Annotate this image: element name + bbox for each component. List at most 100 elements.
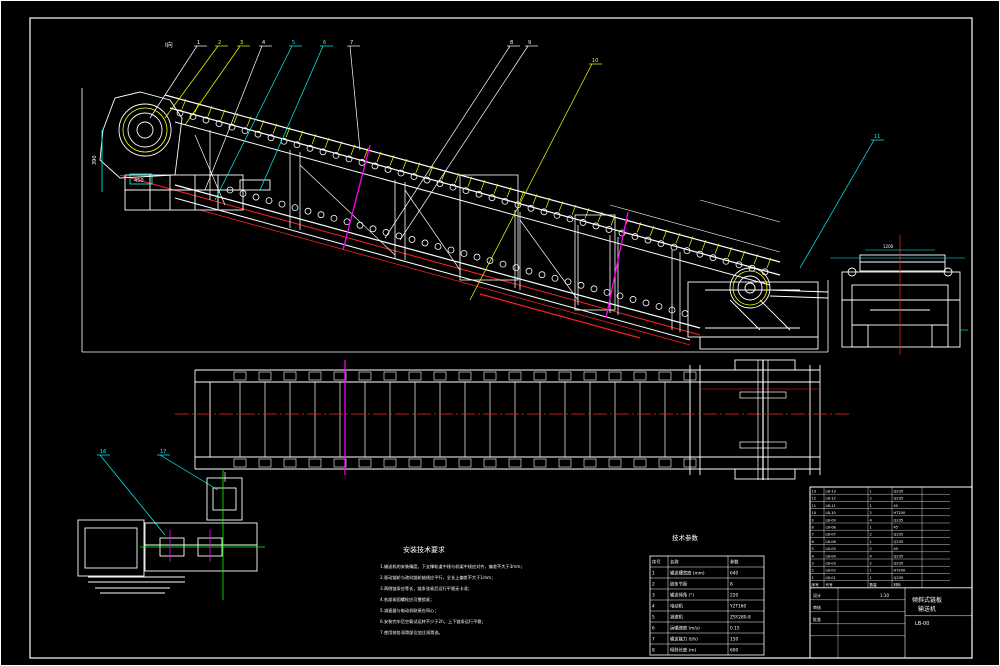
plan-link-bottom [658, 458, 672, 468]
leader-label: 5 [292, 40, 295, 46]
params-cell: 3 [652, 593, 655, 599]
params-cell: 640 [730, 571, 738, 577]
bom-cell: Q235 [894, 533, 904, 537]
bom-cell: 12 [812, 497, 817, 501]
plan-link-top [433, 371, 447, 381]
bom-cell: 1 [870, 526, 872, 530]
requirements-title: 安装技术要求 [403, 545, 445, 554]
leader-line [799, 139, 875, 269]
chain-flight [454, 172, 460, 184]
leader-line [399, 45, 529, 241]
chain-roller-bottom [655, 303, 663, 310]
chain-roller-top [553, 211, 561, 219]
bom-cell: LB-08 [826, 526, 837, 530]
params-cell: 链条节距 [670, 581, 688, 588]
chain-roller-top [241, 127, 249, 135]
chain-flight [597, 211, 603, 223]
bom-cell: Q235 [894, 576, 904, 580]
bom-cell: 1 [870, 569, 872, 573]
plan-link-bottom [333, 458, 347, 468]
chain-roller-top [540, 208, 548, 216]
chain-flight [571, 204, 577, 216]
bom-cell: 2 [870, 511, 872, 515]
params-cell: 2 [652, 582, 655, 588]
leader-label: 16 [100, 449, 106, 455]
chain-roller-bottom [473, 253, 481, 261]
leader-label: 8 [510, 40, 513, 46]
chain-roller-top [657, 240, 665, 247]
chain-flight [181, 98, 187, 110]
chain-roller-top [215, 120, 223, 127]
chain-roller-top [384, 166, 392, 173]
chain-roller-top [735, 261, 743, 269]
plan-link-bottom [433, 458, 447, 468]
chain-roller-top [683, 247, 691, 255]
chain-flight [740, 250, 746, 261]
bom-cell: LB-03 [826, 562, 836, 566]
bom-cell: LB-02 [826, 569, 836, 573]
chain-roller-top [462, 187, 470, 195]
chain-flight [389, 155, 395, 166]
bom-cell: 45 [894, 547, 899, 551]
chain-flight [701, 240, 707, 251]
chain-flight [766, 257, 772, 268]
chain-roller-top [345, 155, 353, 163]
plan-link-top [408, 371, 422, 381]
plan-link-top [508, 371, 522, 381]
plan-link-bottom [533, 458, 547, 468]
chain-flight [233, 112, 239, 124]
bom-cell: 45 [894, 504, 899, 508]
bom-cell: 1 [870, 490, 872, 494]
chain-roller-bottom [252, 193, 260, 201]
params-header-cell: 参数 [730, 559, 739, 566]
chain-flight [636, 222, 642, 233]
params-cell: 5 [652, 615, 655, 621]
bom-header-cell: 代号 [826, 582, 834, 587]
chain-flight [649, 225, 655, 237]
requirement-item: 3.两侧链条应等长，链条张紧后运行平稳无卡滞； [380, 585, 472, 592]
bom-cell: LB-05 [826, 547, 836, 551]
chain-roller-bottom [629, 296, 637, 303]
chain-roller-bottom [369, 225, 377, 233]
chain-roller-top [228, 123, 236, 131]
drawing-name-line1: 倾斜式链板 [912, 596, 942, 604]
plan-link-top [583, 371, 597, 381]
dim-side: 1200 [883, 244, 894, 249]
plan-link-top [558, 371, 572, 381]
plan-link-top [308, 371, 322, 381]
leader-line [159, 454, 219, 491]
bom-cell: 9 [812, 518, 815, 522]
sign-label: 设计 [813, 592, 821, 598]
leader-label: 10 [592, 58, 598, 64]
chain-flight [519, 190, 525, 201]
chain-roller-top [709, 254, 717, 262]
drawing-number: LB-00 [915, 621, 929, 627]
params-cell: 7 [652, 637, 655, 643]
plan-view [175, 359, 850, 482]
sign-label: 批准 [813, 616, 821, 622]
params-cell: 0.15 [730, 626, 740, 632]
bom-cell: 2 [870, 547, 872, 551]
params-cell: 输送倾角 (°) [670, 592, 694, 599]
params-header-cell: 名称 [670, 559, 679, 566]
params-cell: 6 [652, 626, 655, 632]
bom-cell: 4 [870, 518, 873, 522]
chain-roller-top [592, 222, 600, 230]
chain-flight [532, 194, 538, 205]
plan-link-top [283, 371, 297, 381]
chain-roller-bottom [551, 274, 559, 282]
chain-roller-bottom [460, 250, 468, 257]
plan-link-top [233, 371, 247, 381]
bom-cell: 7 [812, 533, 814, 537]
params-cell: 220 [730, 593, 738, 599]
chain-flight [402, 158, 408, 170]
chain-flight [298, 130, 304, 141]
bom-cell: 45 [894, 526, 899, 530]
chain-roller-bottom [330, 214, 338, 222]
chain-roller-bottom [304, 207, 312, 215]
bom-cell: Q235 [894, 554, 904, 558]
bom-cell: 3 [812, 562, 814, 566]
